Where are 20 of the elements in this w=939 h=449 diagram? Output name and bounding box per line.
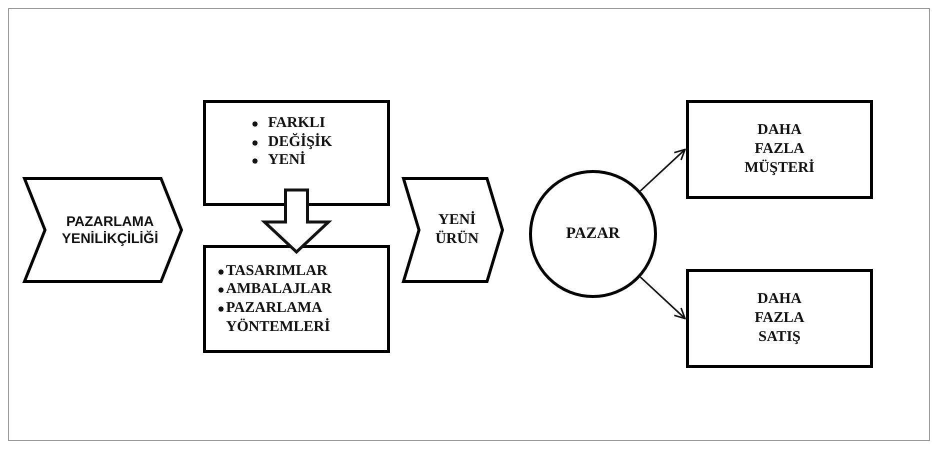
node-label: DAHA FAZLA MÜŞTERİ bbox=[743, 121, 816, 178]
list-item: PAZARLAMA YÖNTEMLERİ bbox=[226, 299, 332, 336]
process-box bbox=[203, 245, 390, 353]
chevron-shape bbox=[402, 177, 504, 283]
node-label: PAZARLAMA YENİLİKÇİLİĞİ bbox=[60, 212, 160, 248]
node-label: PAZAR bbox=[566, 224, 620, 244]
list-item: AMBALAJLAR bbox=[226, 280, 332, 299]
arrow bbox=[640, 276, 686, 320]
list-item: YENİ bbox=[268, 151, 306, 170]
process-box bbox=[686, 100, 873, 199]
node-label: DAHA FAZLA SATIŞ bbox=[754, 290, 806, 347]
process-box bbox=[686, 269, 873, 368]
circle-node bbox=[529, 170, 657, 298]
list-item: DEĞİŞİK bbox=[268, 132, 332, 151]
process-box bbox=[203, 100, 390, 206]
list-item: FARKLI bbox=[268, 114, 326, 133]
node-label: YENİ ÜRÜN bbox=[434, 211, 480, 249]
list-item: TASARIMLAR bbox=[226, 262, 328, 280]
arrow bbox=[640, 148, 686, 192]
block-arrow bbox=[260, 188, 332, 254]
